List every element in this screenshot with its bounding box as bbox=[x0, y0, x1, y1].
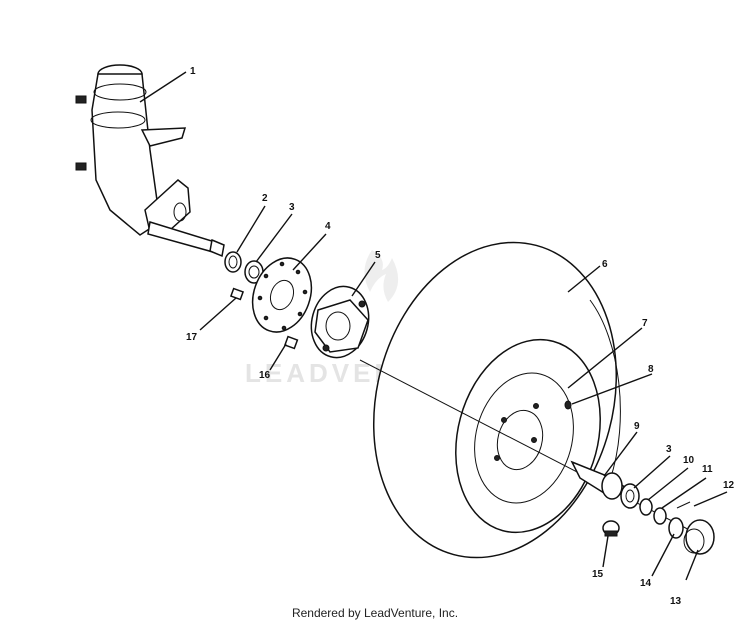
callout-2: 2 bbox=[262, 193, 268, 204]
callout-9: 9 bbox=[634, 421, 640, 432]
cap-part-13 bbox=[683, 519, 715, 555]
rim-part-7 bbox=[455, 338, 601, 534]
nut-part-11 bbox=[653, 507, 667, 525]
callout-14: 14 bbox=[640, 578, 652, 589]
callout-13: 13 bbox=[670, 596, 682, 607]
valve-stem-part-15 bbox=[602, 520, 620, 537]
callout-11: 11 bbox=[702, 464, 713, 475]
callout-15: 15 bbox=[592, 569, 604, 580]
bolt-part-17 bbox=[229, 287, 245, 301]
callout-6: 6 bbox=[602, 259, 608, 270]
callout-4: 4 bbox=[325, 221, 331, 232]
valve-part-8 bbox=[564, 400, 572, 410]
cotter-pin-part-12 bbox=[676, 501, 691, 509]
callout-10: 10 bbox=[683, 455, 695, 466]
bearing-part-3b bbox=[620, 483, 640, 509]
leader-lines bbox=[139, 71, 728, 581]
callout-16: 16 bbox=[259, 370, 271, 381]
washer-part-10 bbox=[639, 498, 653, 516]
brake-disc-part-4 bbox=[251, 257, 313, 333]
callout-12: 12 bbox=[723, 480, 735, 491]
spindle-assembly bbox=[75, 64, 225, 258]
callout-17: 17 bbox=[186, 332, 198, 343]
callout-7: 7 bbox=[642, 318, 648, 329]
seal-part-2 bbox=[224, 251, 242, 273]
callout-labels: 1 2 3 4 5 6 7 8 9 3 10 11 12 13 14 15 16… bbox=[186, 66, 735, 607]
ring-part-14 bbox=[668, 517, 684, 539]
callout-5: 5 bbox=[375, 250, 381, 261]
hub-part-5 bbox=[310, 285, 370, 359]
footer-credit: Rendered by LeadVenture, Inc. bbox=[291, 606, 459, 620]
bolt-part-16 bbox=[283, 335, 299, 350]
callout-3: 3 bbox=[289, 202, 295, 213]
callout-8: 8 bbox=[648, 364, 654, 375]
callout-1: 1 bbox=[190, 66, 196, 77]
callout-3b: 3 bbox=[666, 444, 672, 455]
watermark-logo bbox=[364, 250, 399, 302]
